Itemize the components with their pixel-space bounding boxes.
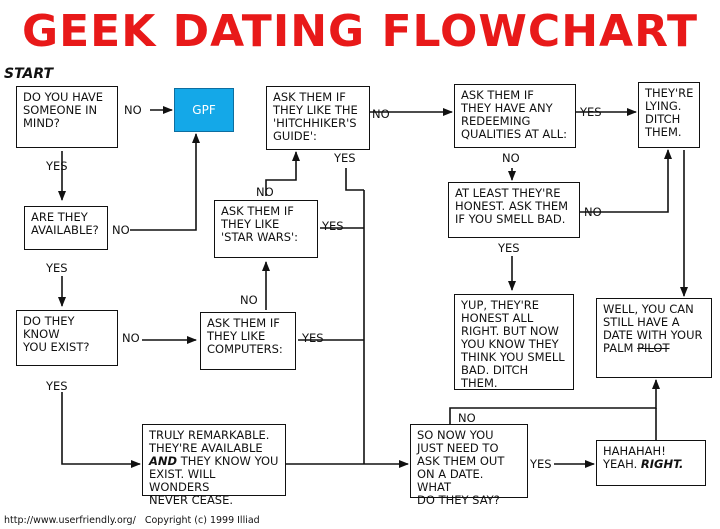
arrow-starwars-to-hitchhiker — [265, 151, 300, 196]
node-ditch-smell: YUP, THEY'RE HONEST ALL RIGHT. BUT NOW Y… — [454, 294, 574, 390]
line-hitchhiker-yes — [345, 168, 364, 191]
label-no-redeeming: NO — [502, 151, 520, 165]
node-lying: THEY'RE LYING. DITCH THEM. — [638, 82, 700, 148]
palm-strike-text: PILOT — [637, 341, 670, 355]
arrow-available-to-gpf — [130, 133, 200, 231]
remarkable-text-a: TRULY REMARKABLE. THEY'RE AVAILABLE — [149, 428, 270, 455]
node-gpf[interactable]: GPF — [174, 88, 234, 132]
label-yes-know: YES — [46, 379, 68, 393]
label-no-askout: NO — [458, 411, 476, 425]
label-yes-available: YES — [46, 261, 68, 275]
label-yes-starwars: YES — [322, 219, 344, 233]
node-available: ARE THEY AVAILABLE? — [24, 206, 108, 250]
node-redeeming: ASK THEM IF THEY HAVE ANY REDEEMING QUAL… — [454, 84, 576, 148]
credit-line: http://www.userfriendly.org/ Copyright (… — [4, 515, 260, 526]
hahah-right: RIGHT. — [640, 457, 684, 471]
arrow-askout-to-palm — [449, 379, 660, 428]
node-know-exist: DO THEY KNOW YOU EXIST? — [16, 310, 118, 366]
node-ask-out: SO NOW YOU JUST NEED TO ASK THEM OUT ON … — [410, 424, 528, 507]
remarkable-text-b: THEY KNOW YOU EXIST. WILL WONDERS NEVER … — [149, 454, 279, 507]
node-smell: AT LEAST THEY'RE HONEST. ASK THEM IF YOU… — [448, 182, 580, 238]
label-yes-smell: YES — [498, 241, 520, 255]
label-yes-hitchhiker: YES — [334, 151, 356, 165]
credit-url[interactable]: http://www.userfriendly.org/ — [4, 515, 136, 526]
start-label: START — [4, 66, 54, 82]
credit-copyright: Copyright (c) 1999 Illiad — [144, 515, 260, 526]
label-no-smell: NO — [584, 205, 602, 219]
node-computers: ASK THEM IF THEY LIKE COMPUTERS: — [200, 312, 296, 370]
remarkable-and: AND — [149, 454, 178, 468]
label-no-someone: NO — [124, 103, 142, 117]
arrow-smell-to-lying — [578, 149, 672, 213]
label-yes-computers: YES — [302, 331, 324, 345]
node-palm-pilot: WELL, YOU CAN STILL HAVE A DATE WITH YOU… — [596, 298, 712, 378]
label-no-available: NO — [112, 223, 130, 237]
label-no-hitchhiker: NO — [372, 107, 390, 121]
node-starwars: ASK THEM IF THEY LIKE 'STAR WARS': — [214, 200, 318, 258]
node-hahah: HAHAHAH! YEAH. RIGHT. — [596, 440, 706, 486]
label-no-computers: NO — [240, 293, 258, 307]
label-yes-someone: YES — [46, 159, 68, 173]
label-yes-redeeming: YES — [580, 105, 602, 119]
node-someone-in-mind: DO YOU HAVE SOMEONE IN MIND? — [16, 86, 118, 148]
palm-text: WELL, YOU CAN STILL HAVE A DATE WITH YOU… — [603, 302, 703, 355]
label-no-know: NO — [122, 331, 140, 345]
label-yes-askout: YES — [530, 457, 552, 471]
node-hitchhiker: ASK THEM IF THEY LIKE THE 'HITCHHIKER'S … — [266, 86, 370, 150]
label-no-starwars: NO — [256, 185, 274, 199]
arrow-know-to-remarkable — [61, 392, 141, 468]
node-remarkable: TRULY REMARKABLE. THEY'RE AVAILABLE AND … — [142, 424, 286, 507]
page-title: GEEK DATING FLOWCHART — [22, 6, 698, 57]
hahah-text: HAHAHAH! YEAH. — [603, 444, 666, 471]
